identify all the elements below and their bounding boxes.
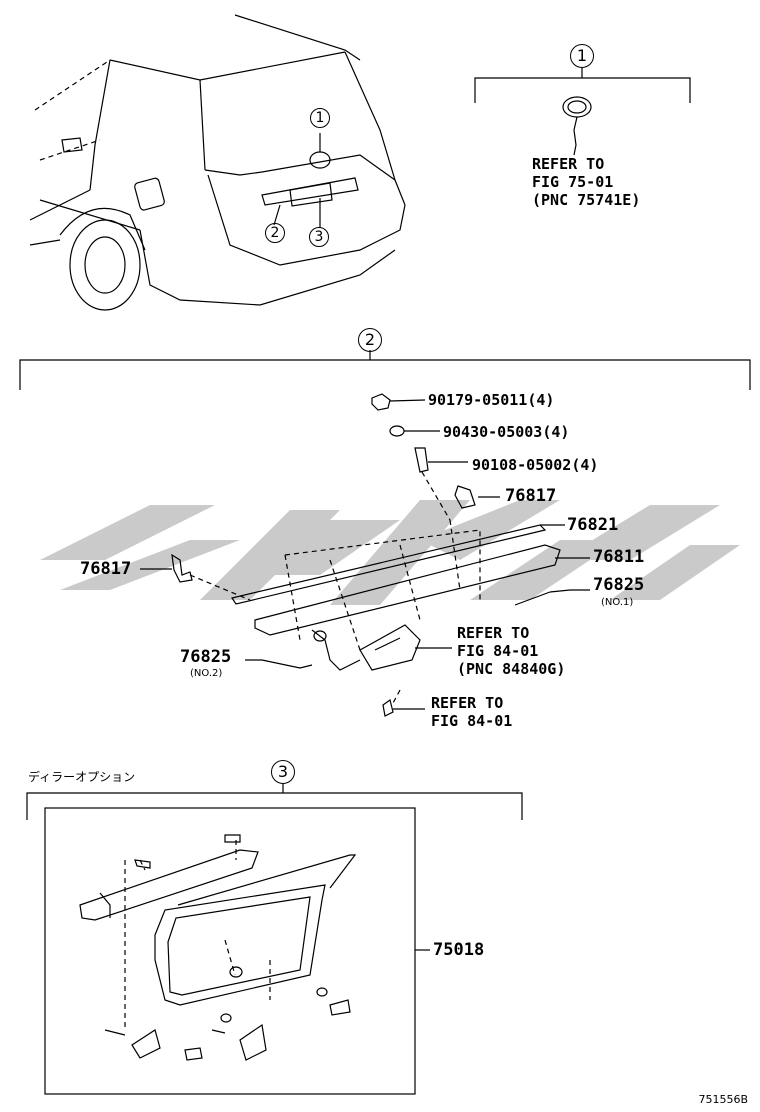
diagram-reference-code: 751556B [698,1093,748,1106]
part-label-76811: 76811 [593,547,645,567]
section2-callout: 2 [358,328,382,352]
part-label-76825-left: 76825 [180,647,232,667]
car-rear-illustration [29,14,406,311]
garnish-assembly [140,393,590,717]
section3-bracket [26,783,523,1095]
part-label-90179: 90179-05011(4) [428,391,555,409]
part-label-76821: 76821 [567,515,619,535]
section1-refer-line1: REFER TO [532,155,605,173]
car-callout-1: 1 [310,108,330,128]
section3-title: ディラーオプション [28,770,136,784]
part-label-76825-right: 76825 [593,575,645,595]
part-label-90108: 90108-05002(4) [472,456,599,474]
car-callout-2: 2 [265,223,285,243]
part-label-90430: 90430-05003(4) [443,423,570,441]
car-callout-3: 3 [309,227,329,247]
refer-a-line1: REFER TO [457,624,530,642]
section1-callout: 1 [570,44,594,68]
refer-a-line3: (PNC 84840G) [457,660,566,678]
section1-refer-line2: FIG 75-01 [532,173,614,191]
section2-bracket [19,350,751,390]
section1-bracket [474,68,691,156]
part-label-76817-left: 76817 [80,559,132,579]
part-label-76817-right: 76817 [505,486,557,506]
part-note-76825-right: (NO.1) [601,597,634,608]
section3-callout: 3 [271,760,295,784]
refer-b-line2: FIG 84-01 [431,712,513,730]
refer-b-line1: REFER TO [431,694,504,712]
part-label-75018: 75018 [433,940,485,960]
refer-a-line2: FIG 84-01 [457,642,539,660]
section1-refer-line3: (PNC 75741E) [532,191,641,209]
part-note-76825-left: (NO.2) [190,668,223,679]
